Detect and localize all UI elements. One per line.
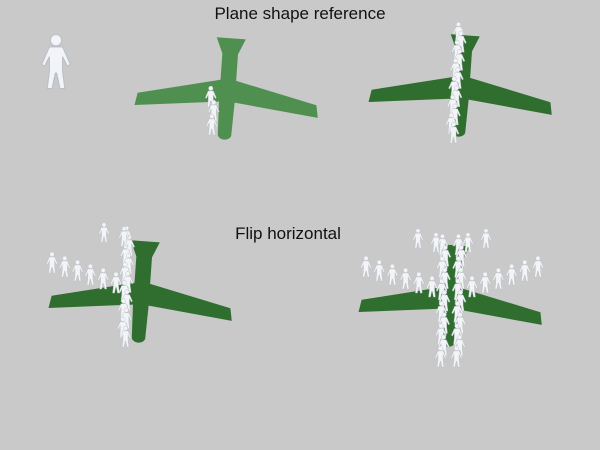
flip-horizontal-plane-half <box>46 222 237 350</box>
person-figure-icon <box>480 228 492 249</box>
person-figure-icon <box>97 267 110 290</box>
person-figure-icon <box>492 267 505 290</box>
flip-horizontal-plane-full <box>356 228 547 368</box>
reference-plane-light <box>132 31 323 147</box>
reference-person-icon <box>40 33 72 90</box>
person-figure-icon <box>46 251 58 274</box>
person-figure-icon <box>518 259 531 282</box>
person-figure-icon <box>71 259 84 282</box>
person-figure-icon <box>98 222 110 243</box>
person-figure-icon <box>84 263 97 286</box>
person-figure-icon <box>58 255 71 278</box>
person-figure-icon <box>412 228 424 249</box>
reference-plane-dark <box>366 21 557 144</box>
person-figure-icon <box>412 271 425 294</box>
person-figure-icon <box>399 267 412 290</box>
flip-horizontal-title: Flip horizontal <box>235 224 341 243</box>
person-figure-icon <box>479 271 492 294</box>
person-figure-icon <box>532 255 544 278</box>
reference-title: Plane shape reference <box>214 4 386 23</box>
person-figure-icon <box>360 255 372 278</box>
person-figure-icon <box>386 263 399 286</box>
person-figure-icon <box>505 263 518 286</box>
person-figure-icon <box>373 259 386 282</box>
